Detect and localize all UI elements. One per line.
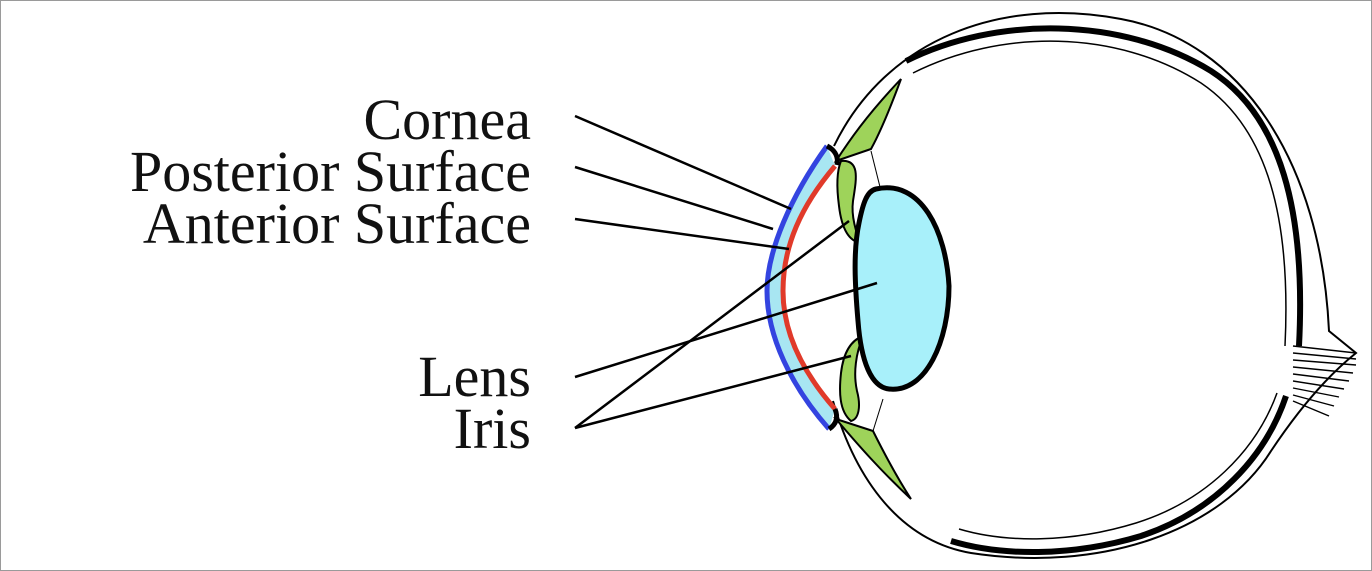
optic-nerve: [1292, 345, 1357, 417]
label-posterior-surface: Posterior Surface: [130, 139, 531, 204]
sclera-outer: [832, 12, 1358, 559]
leader-iris-lower: [574, 354, 852, 430]
leader-iris-upper: [574, 220, 850, 429]
label-lens: Lens: [418, 344, 531, 409]
lens: [852, 185, 952, 392]
cornea-edge-lower: [827, 408, 840, 432]
leader-lens: [574, 281, 878, 379]
retina-layer: [912, 40, 1287, 540]
anterior-surface-curve: [780, 164, 837, 411]
cornea: [764, 143, 840, 432]
choroid-layer: [904, 25, 1304, 555]
eyeball: [832, 12, 1358, 559]
ciliary-body-upper: [833, 78, 902, 163]
leader-posterior-surface: [574, 165, 774, 231]
label-iris: Iris: [454, 396, 531, 461]
ciliary-body-lower: [832, 416, 912, 500]
labels: Cornea Posterior Surface Anterior Surfac…: [130, 87, 531, 461]
label-cornea: Cornea: [364, 87, 532, 152]
zonule-fibers: [870, 150, 884, 432]
posterior-surface-curve: [764, 144, 831, 431]
cornea-edge-upper: [825, 143, 840, 166]
label-anterior-surface: Anterior Surface: [143, 191, 531, 256]
leader-lines: [574, 114, 878, 430]
cornea-body: [769, 146, 835, 429]
leader-anterior-surface: [574, 217, 790, 251]
leader-cornea: [574, 114, 792, 211]
